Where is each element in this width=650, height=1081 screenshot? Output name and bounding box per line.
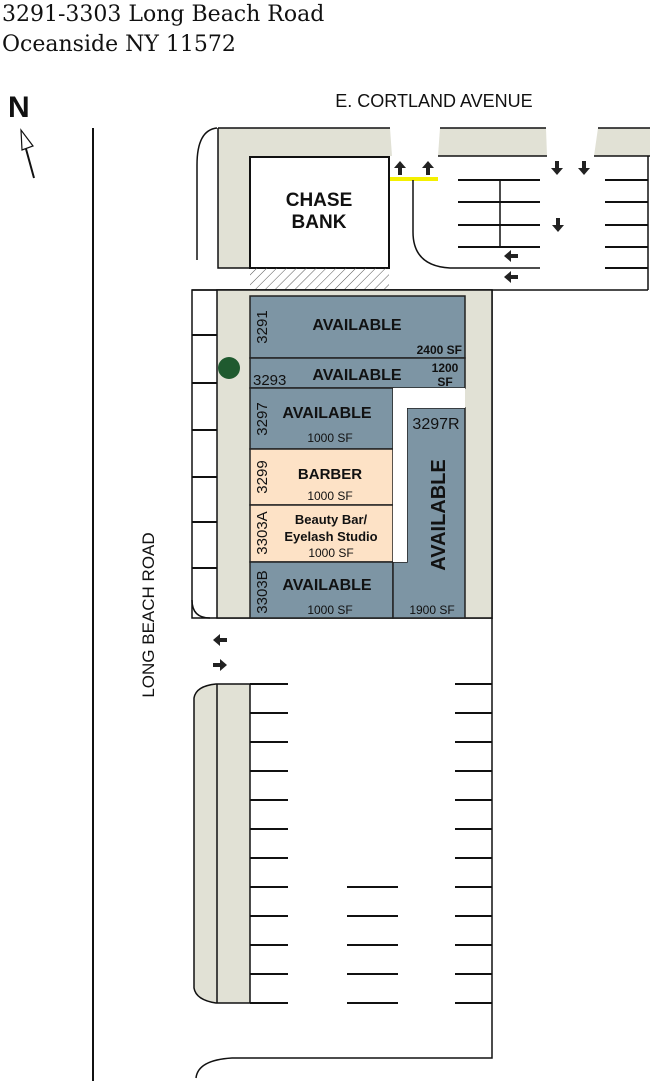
unit-size: 1000 SF: [307, 431, 352, 445]
arrow-up-icon: [422, 161, 434, 175]
address-line-2: Oceanside NY 11572: [2, 32, 236, 57]
rear-corridor: [393, 408, 407, 562]
unit-tenant: AVAILABLE: [312, 367, 402, 384]
chase-bank-building: [249, 156, 390, 269]
address-line-1: 3291-3303 Long Beach Road: [2, 2, 325, 27]
unit-number: 3297: [254, 402, 271, 435]
unit-number: 3297R: [412, 416, 459, 433]
unit-size-line-2: SF: [437, 375, 452, 389]
median-island: [193, 683, 251, 1004]
unit-3293[interactable]: [249, 357, 466, 389]
traffic-arrows: [213, 161, 590, 671]
anchor-name-line-1: CHASE: [286, 190, 353, 211]
arrow-down-icon: [551, 161, 563, 175]
north-label: N: [8, 91, 30, 124]
tree-icon: [218, 357, 240, 379]
parking-stalls-top: [458, 179, 648, 269]
unit-size: 1000 SF: [308, 546, 353, 560]
lot-boundary: [195, 618, 493, 1079]
unit-number: 3303B: [254, 570, 271, 613]
unit-tenant-line-2: Eyelash Studio: [284, 529, 377, 544]
arrow-right-icon: [213, 659, 227, 671]
unit-3303b[interactable]: [249, 561, 394, 619]
arrow-up-icon: [394, 161, 406, 175]
unit-tenant: AVAILABLE: [282, 405, 372, 422]
arrow-down-icon: [578, 161, 590, 175]
unit-tenant-line-1: Beauty Bar/: [295, 512, 368, 527]
unit-size: 1900 SF: [409, 603, 454, 617]
hatched-area: [250, 268, 389, 290]
street-label-long-beach-road: LONG BEACH ROAD: [139, 532, 158, 697]
parking-stalls-front: [192, 334, 217, 569]
unit-tenant: AVAILABLE: [312, 317, 402, 334]
unit-number: 3293: [253, 372, 286, 389]
property-address: 3291-3303 Long Beach Road Oceanside NY 1…: [2, 0, 324, 60]
unit-tenant: AVAILABLE: [428, 459, 450, 570]
arrow-left-icon: [504, 250, 518, 262]
north-arrow-icon: [20, 128, 35, 179]
arrow-down-icon: [552, 218, 564, 232]
rear-corridor: [393, 388, 465, 408]
unit-number: 3303A: [254, 511, 271, 554]
unit-number: 3299: [254, 460, 271, 493]
unit-tenant: AVAILABLE: [282, 577, 372, 594]
unit-tenant: BARBER: [298, 466, 362, 483]
unit-size: 1000 SF: [307, 489, 352, 503]
unit-number: 3291: [254, 310, 271, 343]
anchor-name-line-2: BANK: [292, 212, 347, 233]
drive-aisle-curb: [412, 180, 540, 269]
sidewalk: [217, 127, 650, 269]
arrow-left-icon: [504, 271, 518, 283]
unit-size: 1000 SF: [307, 603, 352, 617]
parking-stalls-lower: [250, 683, 492, 1004]
unit-size-line-1: 1200: [432, 361, 459, 375]
curb-line: [196, 127, 218, 260]
unit-size: 2400 SF: [417, 343, 462, 357]
arrow-left-icon: [213, 634, 227, 646]
street-label-cortland-avenue: E. CORTLAND AVENUE: [335, 91, 532, 111]
curb-line: [191, 599, 211, 619]
